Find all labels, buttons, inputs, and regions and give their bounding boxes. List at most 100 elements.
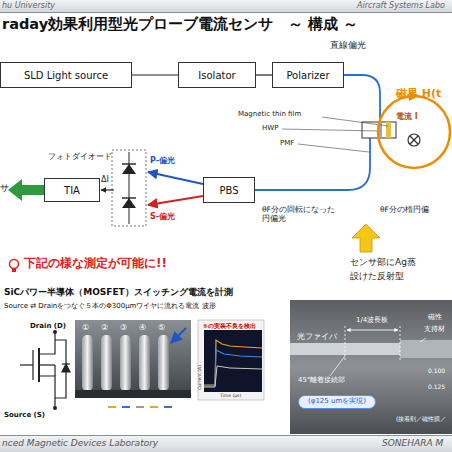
footer-band	[0, 436, 452, 452]
highlight-note: 下記の様な測定が可能に!!	[24, 257, 167, 271]
process-box: TIA	[44, 178, 100, 202]
polarization-label: S-偏光	[150, 212, 175, 221]
node-text: SLD Light source	[24, 70, 108, 81]
plot-area	[204, 330, 262, 392]
p-beam-arrow	[148, 172, 203, 184]
photodiode-symbol	[122, 163, 136, 164]
dimension-guide	[400, 326, 401, 362]
header-rule	[0, 12, 452, 13]
part-label: 45°離着接続部	[298, 376, 345, 384]
callout-arrow	[352, 224, 380, 252]
waveform-trace	[204, 366, 262, 387]
bond-wire	[139, 335, 150, 391]
plot-frame	[198, 320, 264, 400]
hint-icon	[12, 268, 16, 272]
pin-name: Drain (D)	[30, 322, 66, 330]
dimension-label: 0.125	[428, 384, 445, 391]
callout-number: ③	[120, 323, 127, 332]
cut-text: サ	[0, 183, 9, 193]
bond-wire	[101, 335, 112, 391]
connector	[132, 74, 178, 75]
dimension-line	[347, 330, 398, 331]
process-box: Polarizer	[272, 62, 344, 88]
pm-fiber	[255, 138, 370, 190]
callout-number: ①	[82, 323, 89, 332]
s-beam-arrow	[148, 196, 203, 205]
section-note: Source ⇄ Drainをつなぐ５本のΦ300μmワイヤに流れる電流 波形	[4, 302, 216, 310]
node-text: (φ125 umを実現)	[308, 398, 366, 406]
process-box: Isolator	[178, 62, 256, 88]
process-box: PBS	[203, 177, 255, 203]
footer-rule	[0, 435, 452, 436]
header-text: hu University	[2, 1, 55, 10]
axis-title: Current (A)	[197, 365, 202, 390]
part-label: フォトダイオード	[48, 152, 112, 161]
slide-title: raday効果利用型光プローブ電流センサ ～ 構成 ～	[2, 15, 358, 34]
waveform-trace	[204, 350, 262, 386]
current-symbol	[408, 134, 420, 146]
dimension-label: 0.100	[428, 368, 445, 375]
axis-title: Time (µs)	[220, 393, 241, 398]
terminal-dot	[53, 330, 57, 334]
bond-wire	[82, 335, 93, 391]
leader-line	[298, 144, 369, 152]
color-ticks	[108, 406, 172, 408]
fault-arrow	[171, 328, 186, 343]
sensor-tip	[400, 340, 452, 358]
connector	[256, 74, 272, 75]
part-label: 光ファイバ	[297, 332, 337, 341]
bond-wire	[158, 335, 169, 391]
wire-photo	[75, 320, 191, 398]
output-arrow	[8, 179, 44, 201]
signal-name: ΔI	[101, 175, 109, 184]
node-text: TIA	[64, 185, 80, 196]
callout-number: ②	[101, 323, 108, 332]
part-label: HWP	[262, 124, 278, 132]
terminal-dot	[53, 406, 57, 410]
leader-line	[282, 129, 379, 131]
plot-note: ⑤の実装不良を検出	[203, 323, 256, 329]
node-text: Polarizer	[286, 70, 329, 81]
note-text: 設けた反射型	[350, 271, 404, 281]
header-text: Aircraft Systems Labo	[357, 1, 445, 10]
node-text: PBS	[219, 185, 238, 196]
current-symbol	[410, 136, 418, 144]
note-badge: (φ125 umを実現)	[298, 395, 376, 409]
optical-fiber	[344, 75, 380, 122]
probe-photo	[290, 300, 452, 434]
header-band	[0, 0, 452, 12]
footer-text: SONEHARA M	[382, 438, 443, 448]
polarization-label: 直線偏光	[330, 40, 366, 50]
current-symbol	[410, 136, 418, 144]
photodiode-frame	[112, 150, 146, 226]
node-text: Isolator	[198, 70, 235, 81]
callout-number: ④	[139, 323, 146, 332]
leader-line	[420, 338, 426, 342]
part-label: PMF	[280, 139, 294, 147]
pin-name: Source (S)	[4, 411, 45, 419]
polarization-label: θF分の回転になった 円偏光	[262, 206, 344, 223]
part-label: 磁性	[428, 313, 442, 321]
current-label: 電流 I	[396, 112, 418, 121]
part-label: (接着剤／磁性膜／	[396, 416, 446, 423]
photo-base	[75, 390, 191, 398]
magnetic-field-loop	[378, 96, 450, 168]
part-label: Magnetic thin film	[238, 110, 301, 118]
leader-line	[330, 356, 345, 376]
signal-arrow	[101, 189, 114, 190]
photodiode-symbol	[122, 164, 136, 174]
mosfet-symbol	[20, 332, 70, 408]
polarization-label: θF分の楕円偏	[380, 206, 429, 215]
note-text: センサ部にAg蒸	[350, 257, 416, 267]
section-heading: SiCパワー半導体（MOSFET）スイッチング電流を計測	[4, 287, 233, 297]
part-label: 支持材	[424, 325, 445, 333]
process-box: SLD Light source	[0, 62, 132, 88]
bond-wire	[120, 335, 131, 391]
waveform-trace	[204, 340, 262, 385]
footer-text: nced Magnetic Devices Laboratory	[2, 438, 158, 448]
callout-number: ⑤	[158, 323, 165, 332]
polarization-label: P-偏光	[150, 156, 175, 165]
